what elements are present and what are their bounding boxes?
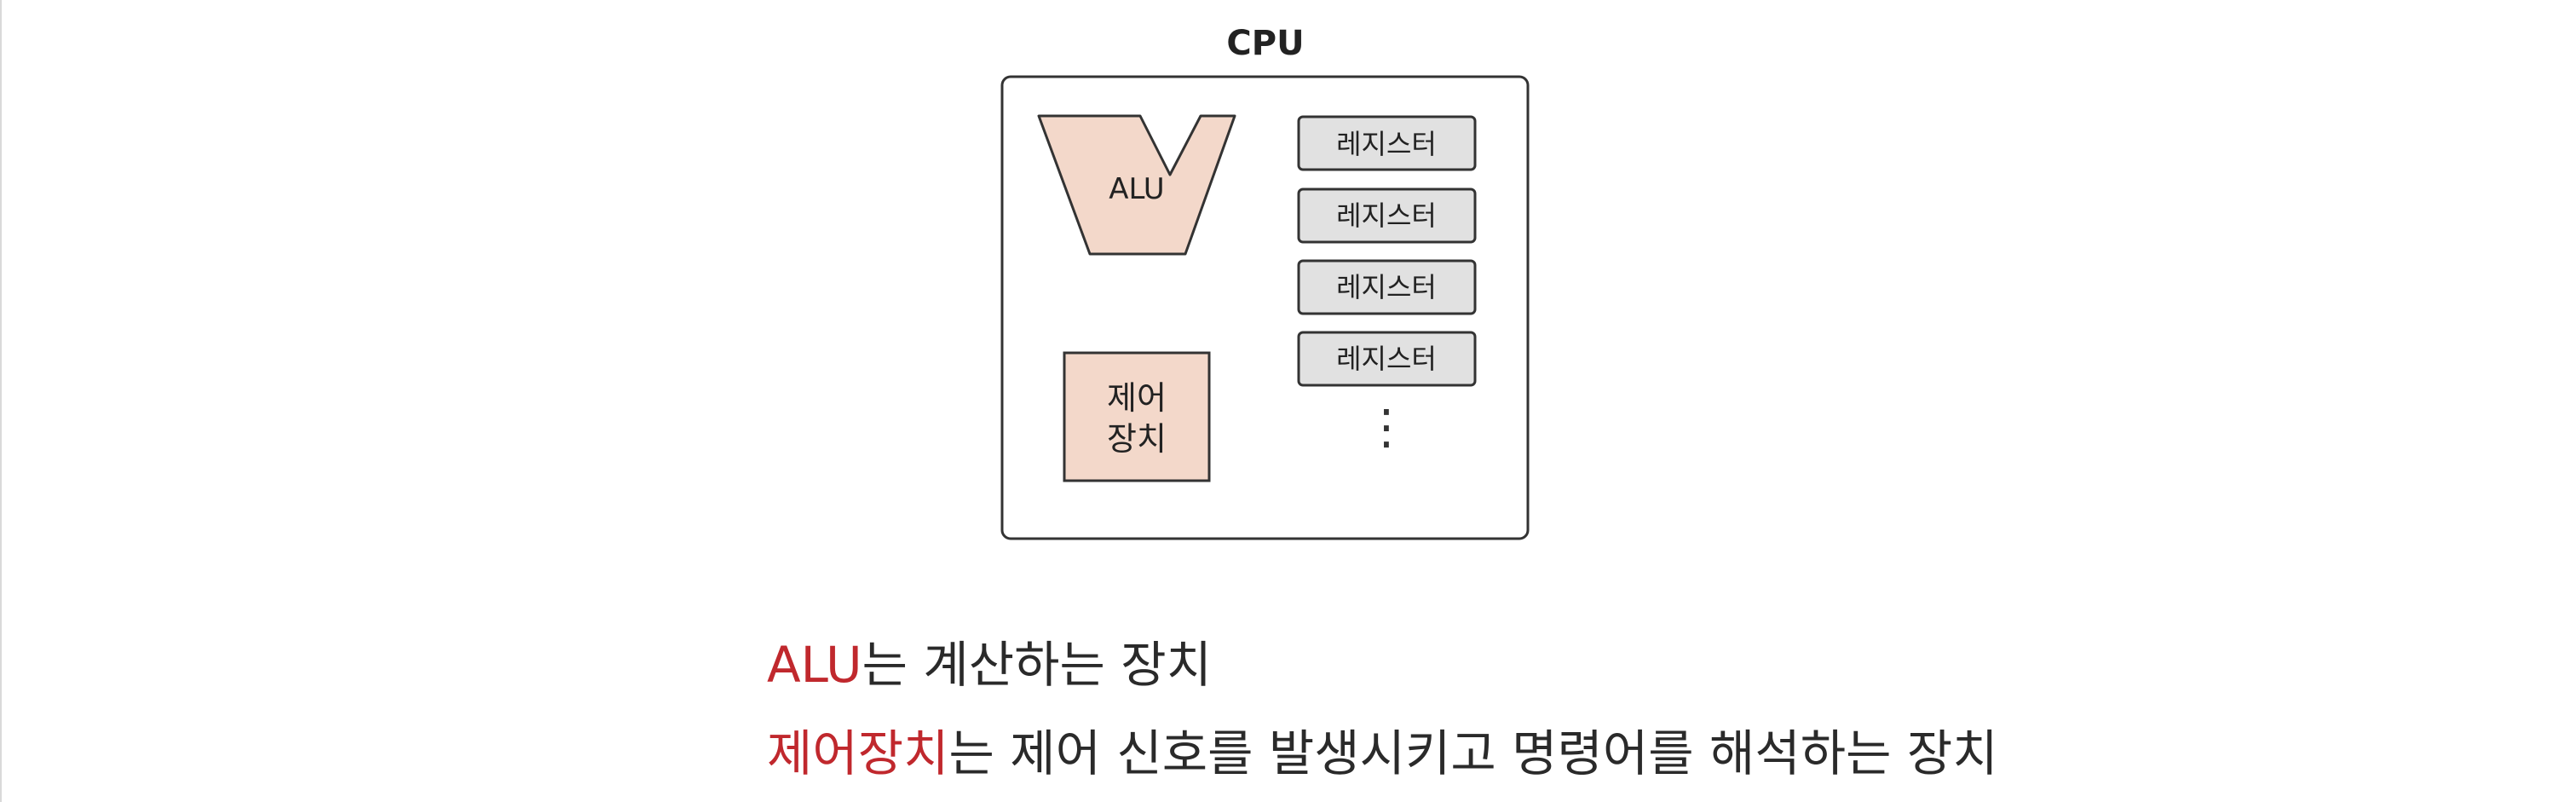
cpu-diagram: CPU ALU 제어 장치 레지스터 레지스터 레지스터 레지스터 ⋮	[1000, 24, 1530, 540]
alu-shape	[1037, 114, 1236, 256]
caption-alu: ALU는 계산하는 장치	[767, 622, 2216, 707]
caption-control-unit-highlight: 제어장치	[767, 724, 949, 782]
register-label: 레지스터	[1336, 271, 1437, 303]
caption-alu-text: 는 계산하는 장치	[862, 636, 1212, 694]
caption-control-unit: 제어장치는 제어 신호를 발생시키고 명령어를 해석하는 장치	[767, 711, 2216, 796]
control-unit-label-line2: 장치	[1107, 420, 1167, 458]
control-unit-label-line1: 제어	[1107, 379, 1167, 417]
alu-label: ALU	[1109, 172, 1164, 206]
register-box	[1297, 115, 1477, 171]
cpu-label: CPU	[1226, 24, 1304, 63]
caption-alu-highlight: ALU	[767, 636, 862, 694]
register-4: 레지스터	[1297, 331, 1477, 387]
register-ellipsis: ⋮	[1363, 400, 1410, 455]
control-unit-box	[1063, 351, 1211, 482]
register-3: 레지스터	[1297, 259, 1477, 315]
register-box	[1297, 259, 1477, 315]
register-box	[1297, 188, 1477, 244]
register-label: 레지스터	[1336, 128, 1437, 160]
register-box	[1297, 331, 1477, 387]
register-1: 레지스터	[1297, 115, 1477, 171]
register-label: 레지스터	[1336, 343, 1437, 375]
register-2: 레지스터	[1297, 188, 1477, 244]
caption-control-unit-text: 는 제어 신호를 발생시키고 명령어를 해석하는 장치	[948, 724, 1998, 782]
register-label: 레지스터	[1336, 199, 1437, 232]
page-left-border	[0, 0, 2, 802]
